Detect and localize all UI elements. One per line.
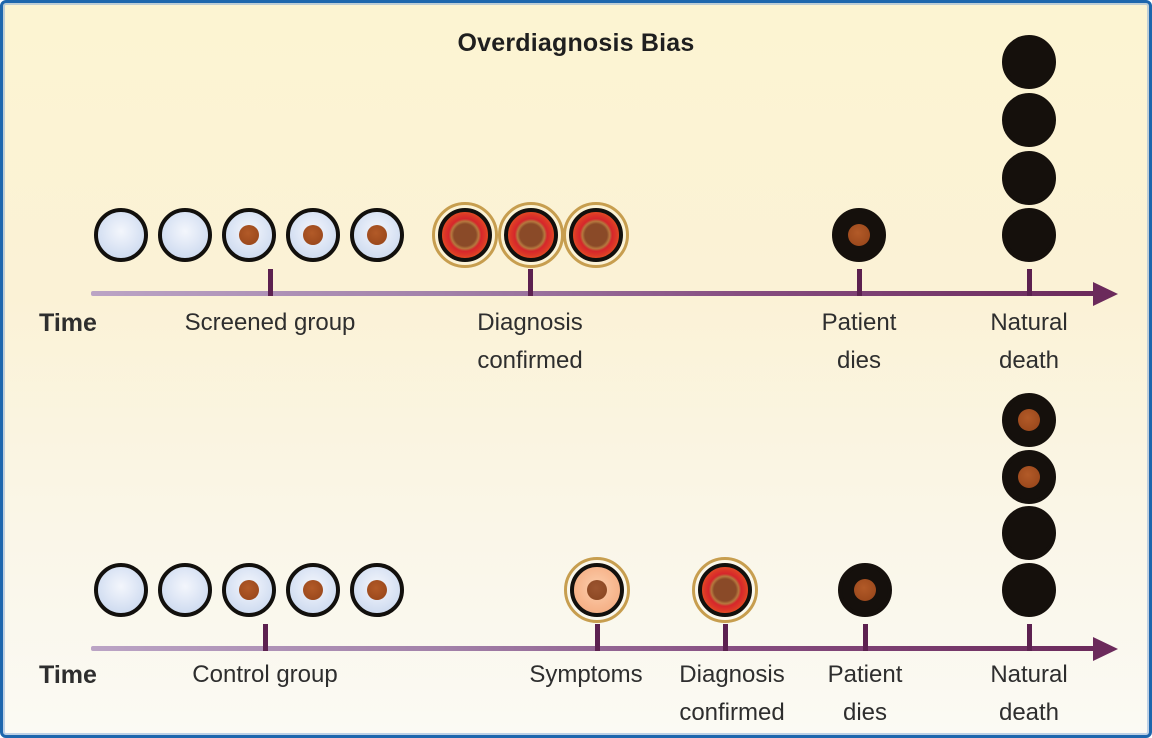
- arrow-head-icon: [1093, 636, 1118, 661]
- person-circle-diagnosed: [498, 202, 564, 268]
- person-circle-healthy: [158, 208, 212, 262]
- axis-tick: [862, 624, 868, 651]
- event-label: Patient: [821, 309, 897, 336]
- person-circle-tumor: [286, 563, 340, 617]
- person-circle-tumor: [350, 208, 404, 262]
- person-circle-tumor: [286, 208, 340, 262]
- person-circle-dead_tumor: [832, 208, 886, 262]
- person-circle-tumor: [222, 208, 276, 262]
- time-axis-label: Time: [39, 661, 97, 689]
- axis-tick: [262, 624, 268, 651]
- axis-tick: [594, 624, 600, 651]
- event-label: death: [998, 347, 1060, 374]
- event-label: Patient: [827, 661, 903, 688]
- event-label: dies: [836, 347, 882, 374]
- event-label: Natural: [990, 309, 1068, 336]
- person-circle-symptomatic: [564, 557, 630, 623]
- person-circle-dead_tumor: [838, 563, 892, 617]
- event-label: confirmed: [679, 699, 785, 726]
- time-axis-line: [91, 291, 1095, 296]
- axis-tick: [856, 269, 862, 296]
- person-circle-tumor: [350, 563, 404, 617]
- person-circle-tumor: [222, 563, 276, 617]
- event-label: Control group: [192, 661, 338, 688]
- time-axis-line: [91, 646, 1095, 651]
- control-group-timeline-section: Time Control group Symptoms Diagnosis confi…: [3, 3, 1149, 735]
- event-label: Diagnosis: [679, 661, 785, 688]
- event-label: Screened group: [184, 309, 356, 336]
- person-circle-diagnosed: [692, 557, 758, 623]
- person-circle-healthy: [158, 563, 212, 617]
- person-circle-dead: [1002, 208, 1056, 262]
- event-label: death: [998, 699, 1060, 726]
- event-label: Natural: [990, 661, 1068, 688]
- person-circle-dead_tumor: [1002, 393, 1056, 447]
- axis-tick: [267, 269, 273, 296]
- event-label: Diagnosis: [477, 309, 583, 336]
- person-circle-diagnosed: [432, 202, 498, 268]
- person-circle-dead: [1002, 93, 1056, 147]
- person-circle-dead: [1002, 151, 1056, 205]
- person-circle-dead: [1002, 563, 1056, 617]
- figure-title: Overdiagnosis Bias: [457, 29, 695, 57]
- event-label: confirmed: [477, 347, 583, 374]
- axis-tick: [1026, 624, 1032, 651]
- person-circle-dead: [1002, 506, 1056, 560]
- person-circle-healthy: [94, 563, 148, 617]
- person-circle-diagnosed: [563, 202, 629, 268]
- event-label: Symptoms: [529, 661, 643, 688]
- arrow-head-icon: [1093, 281, 1118, 306]
- axis-tick: [527, 269, 533, 296]
- person-circle-healthy: [94, 208, 148, 262]
- axis-tick: [1026, 269, 1032, 296]
- event-label: dies: [842, 699, 888, 726]
- axis-tick: [722, 624, 728, 651]
- person-circle-dead_tumor: [1002, 450, 1056, 504]
- time-axis-label: Time: [39, 309, 97, 337]
